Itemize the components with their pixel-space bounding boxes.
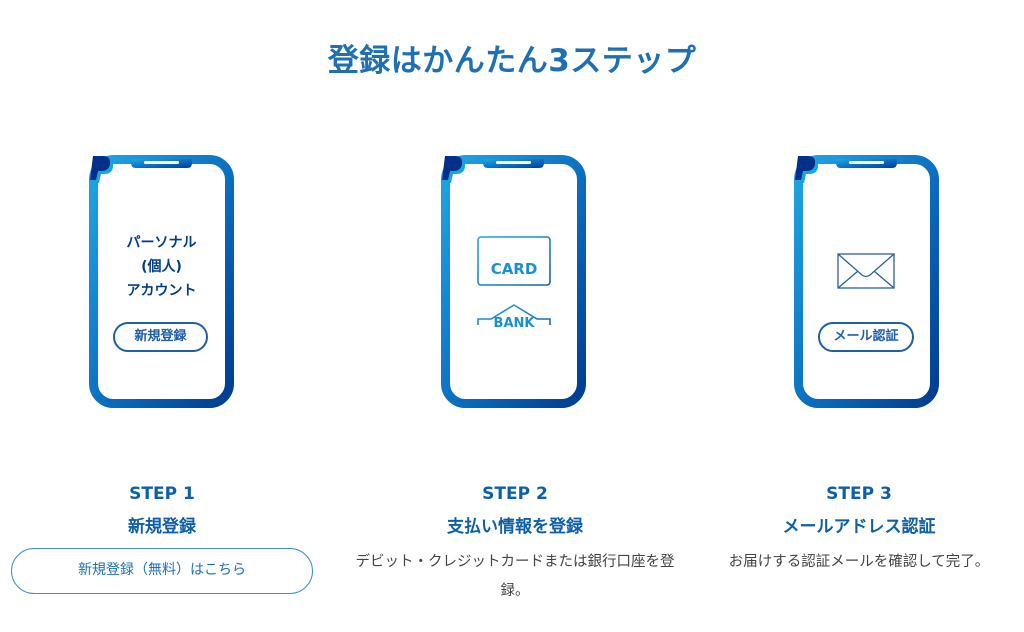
- step-3-title: メールアドレス認証: [782, 517, 936, 537]
- page-title: 登録はかんたん3ステップ: [327, 42, 697, 79]
- paypal-logo-icon: [90, 156, 114, 183]
- phone-illustration-email: メール認証: [794, 155, 939, 408]
- step-2-description: デビット・クレジットカードまたは銀行口座を登録。: [355, 554, 675, 599]
- account-type-line-1: パーソナル: [126, 235, 197, 251]
- svg-text:CARD: CARD: [491, 260, 538, 278]
- paypal-logo-icon: [442, 156, 466, 183]
- step-2-label: STEP 2: [482, 484, 548, 504]
- step-2-title: 支払い情報を登録: [447, 517, 583, 537]
- card-icon: CARD: [477, 236, 551, 286]
- paypal-logo-icon: [795, 156, 819, 183]
- phone-illustration-payment: CARD BANK: [441, 155, 586, 408]
- step-1-label: STEP 1: [129, 484, 195, 504]
- register-free-button[interactable]: 新規登録（無料）はこちら: [11, 548, 313, 594]
- account-type-line-2: (個人): [141, 259, 182, 275]
- bank-icon: BANK: [476, 304, 552, 375]
- step-3-description: お届けする認証メールを確認して完了。: [728, 554, 990, 570]
- step-3-label: STEP 3: [826, 484, 892, 504]
- phone-frame-icon: [441, 155, 586, 408]
- step-1-title: 新規登録: [128, 517, 196, 537]
- svg-text:BANK: BANK: [494, 316, 536, 331]
- account-type-line-3: アカウント: [126, 283, 197, 299]
- envelope-icon: [837, 253, 895, 289]
- phone-register-button: 新規登録: [113, 322, 208, 352]
- phone-email-verify-button: メール認証: [818, 322, 914, 352]
- phone-illustration-personal-account: パーソナル (個人) アカウント 新規登録: [89, 155, 234, 408]
